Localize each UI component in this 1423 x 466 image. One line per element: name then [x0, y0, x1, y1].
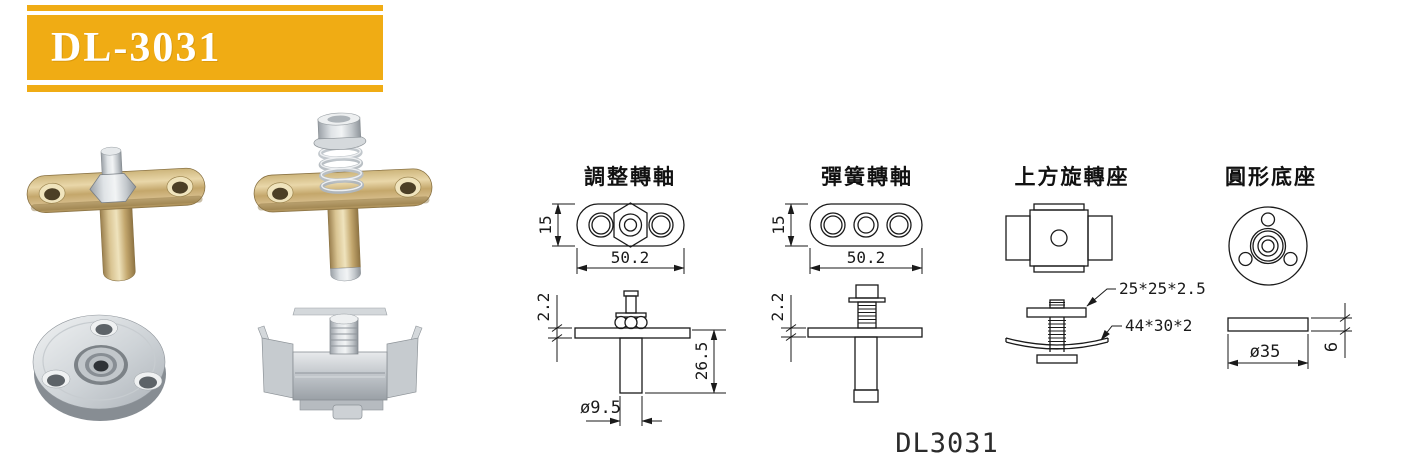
seat-plate [292, 351, 388, 401]
top-view [1228, 206, 1308, 286]
dim-shaft-diameter-label: ø9.5 [580, 398, 621, 418]
dim-width-label: 50.2 [611, 248, 650, 267]
dim-height-label: 15 [769, 215, 788, 234]
banner-main: DL-3031 [27, 15, 383, 80]
banner-bottom-stripe [27, 85, 383, 92]
dimension-lines [785, 203, 923, 274]
drawing-top-seat: 上方旋轉座 25*25*2.5 [1005, 165, 1206, 364]
plate-hole [166, 176, 194, 197]
dim-thickness-label: 6 [1322, 342, 1342, 352]
dim-width-label: 50.2 [847, 248, 886, 267]
dim-diameter-label: ø35 [1250, 342, 1281, 362]
left-wing [261, 337, 294, 399]
seat-bolt [329, 313, 359, 355]
side-view [1227, 317, 1309, 332]
photo-adjust-pivot [26, 146, 206, 282]
side-view [574, 290, 691, 394]
drawing-title: 圓形底座 [1225, 165, 1317, 189]
drawing-title: 上方旋轉座 [1015, 165, 1130, 189]
base-hole [41, 369, 71, 389]
drawing-title: 調整轉軸 [584, 165, 676, 189]
base-hole [90, 319, 118, 337]
leader-lines [1086, 288, 1122, 341]
drawing-round-base: 圓形底座 ø35 6 [1225, 165, 1352, 369]
top-view [809, 203, 923, 247]
plate-hole [38, 182, 66, 204]
adjust-nut [89, 173, 137, 204]
dim-clip-spec-label: 44*30*2 [1125, 316, 1192, 335]
bearing [74, 345, 128, 385]
dimension-lines [1227, 303, 1352, 369]
photo-square-seat [257, 307, 423, 420]
plate-hole [394, 176, 422, 198]
dim-shaft-length-label: 26.5 [692, 342, 711, 381]
side-view [807, 284, 923, 403]
dim-plate-thickness-label: 2.2 [768, 293, 787, 322]
top-view [1005, 203, 1113, 273]
photo-round-base [32, 314, 166, 421]
dimension-lines [552, 203, 685, 274]
photo-spring-pivot [253, 112, 433, 282]
drawing-adjust-pivot: 調整轉軸 15 50.2 [534, 165, 726, 426]
drawing-spring-pivot: 彈簧轉軸 15 50.2 [768, 165, 923, 403]
dim-height-label: 15 [536, 215, 555, 234]
banner-top-stripe [27, 5, 383, 11]
dimension-lines [781, 295, 806, 362]
drawing-title: 彈簧轉軸 [821, 165, 913, 189]
dim-plate-thickness-label: 2.2 [534, 293, 553, 322]
right-wing [386, 337, 419, 399]
part-code: DL3031 [895, 428, 999, 459]
base-hole [133, 371, 163, 391]
dim-plate-spec-label: 25*25*2.5 [1119, 279, 1206, 298]
model-banner: DL-3031 [27, 5, 383, 92]
plate-hole [266, 182, 294, 204]
side-view [1005, 299, 1109, 364]
model-number: DL-3031 [51, 24, 222, 71]
dimension-lines [548, 295, 726, 426]
top-view [576, 202, 685, 248]
